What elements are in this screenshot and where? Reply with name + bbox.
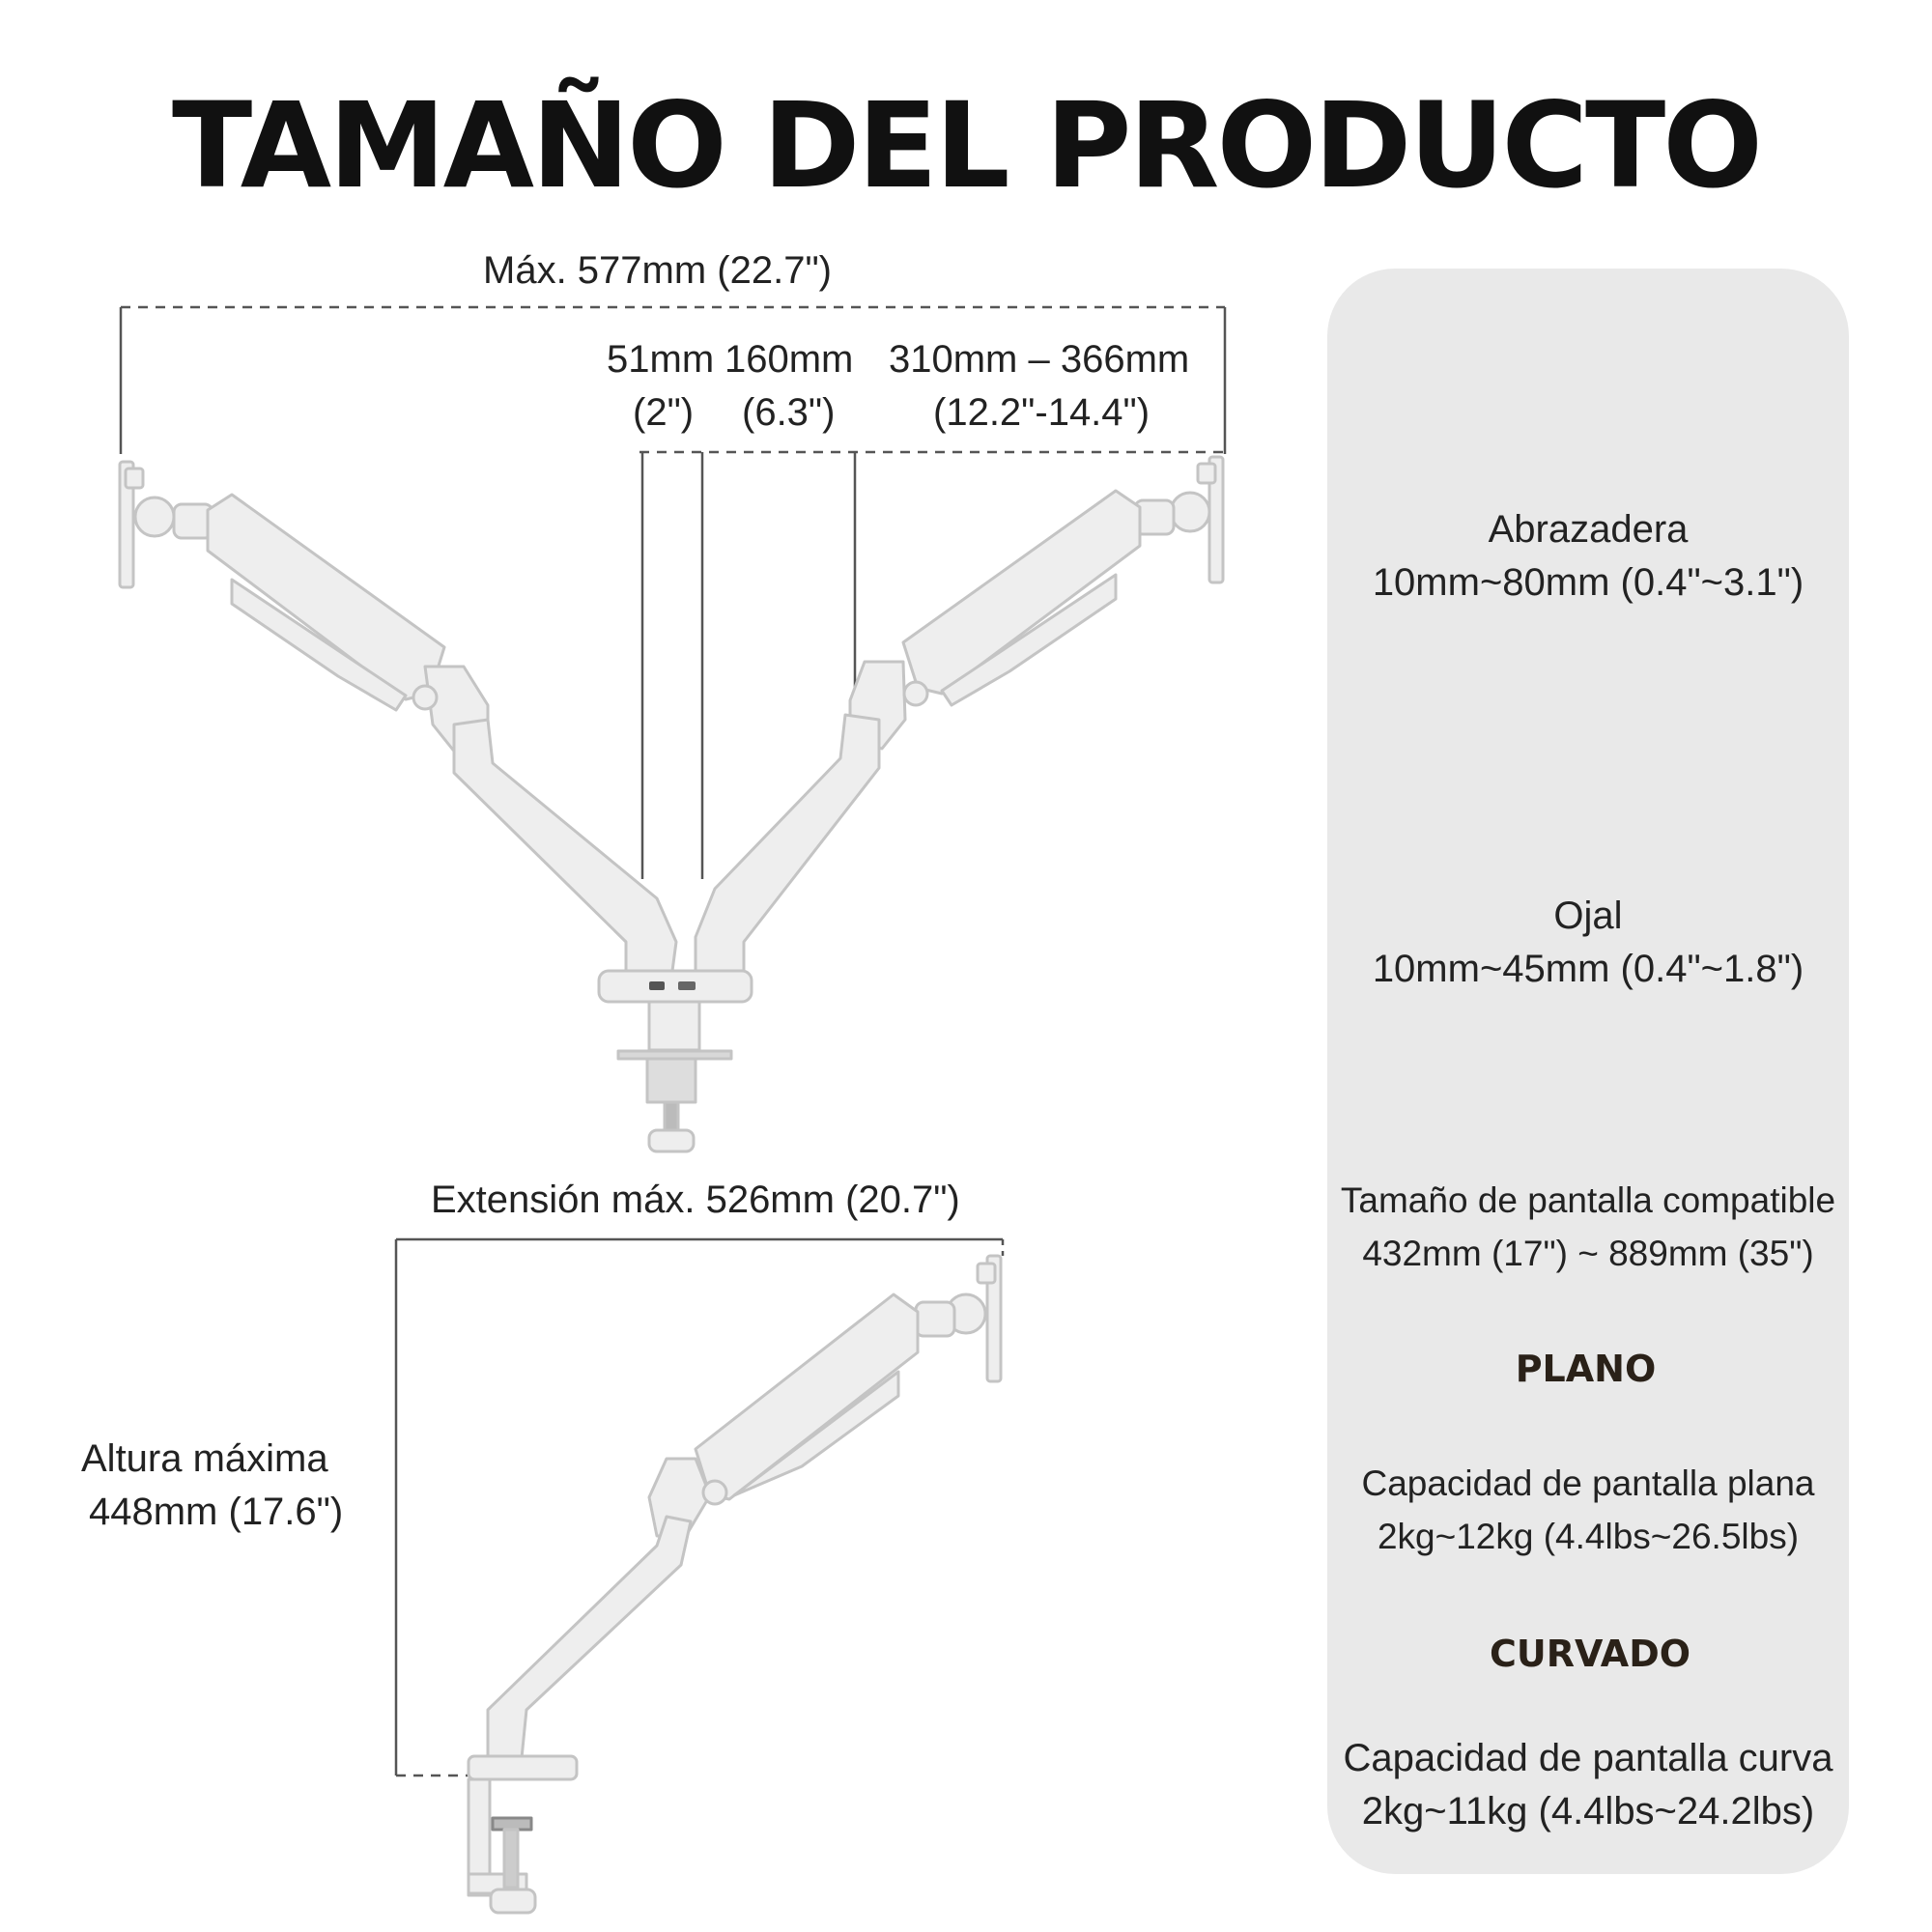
flat-capacity-name: Capacidad de pantalla plana [1361,1463,1815,1503]
dim-160mm-inch-label: (6.3") [742,391,836,434]
clamp-name: Abrazadera [1488,508,1689,551]
dual-monitor-arm [118,455,1225,1153]
curved-capacity-name: Capacidad de pantalla curva [1343,1737,1833,1779]
single-monitor-arm [467,1254,1003,1915]
dim-310mm-label: 310mm – 366mm [889,338,1190,381]
dim-160mm-label: 160mm [724,338,854,381]
height-label: Altura máxima [81,1437,328,1480]
extension-label: Extensión máx. 526mm (20.7") [431,1179,960,1221]
dim-51mm-label: 51mm [607,338,715,381]
screen-size-name: Tamaño de pantalla compatible [1340,1180,1836,1220]
clamp-range: 10mm~80mm (0.4"~3.1") [1372,561,1804,604]
dual-arm-dimension-lines [119,305,1227,879]
grommet-name: Ojal [1553,895,1623,937]
spec-panel [1327,269,1849,1874]
grommet-range: 10mm~45mm (0.4"~1.8") [1372,948,1804,990]
max-width-label: Máx. 577mm (22.7") [483,249,832,292]
height-value: 448mm (17.6") [89,1491,344,1533]
dim-51mm-inch-label: (2") [633,391,695,434]
page-title: TAMAÑO DEL PRODUCTO [172,77,1763,214]
single-arm-dimension-lines [394,1237,1005,1777]
screen-size-range: 432mm (17") ~ 889mm (35") [1362,1234,1814,1273]
curved-capacity-range: 2kg~11kg (4.4lbs~24.2lbs) [1361,1790,1815,1833]
flat-capacity-range: 2kg~12kg (4.4lbs~26.5lbs) [1377,1517,1800,1556]
curved-badge-label: CURVADO [1489,1633,1691,1675]
dim-310mm-inch-label: (12.2"-14.4") [933,391,1151,434]
flat-badge-label: PLANO [1515,1348,1657,1390]
